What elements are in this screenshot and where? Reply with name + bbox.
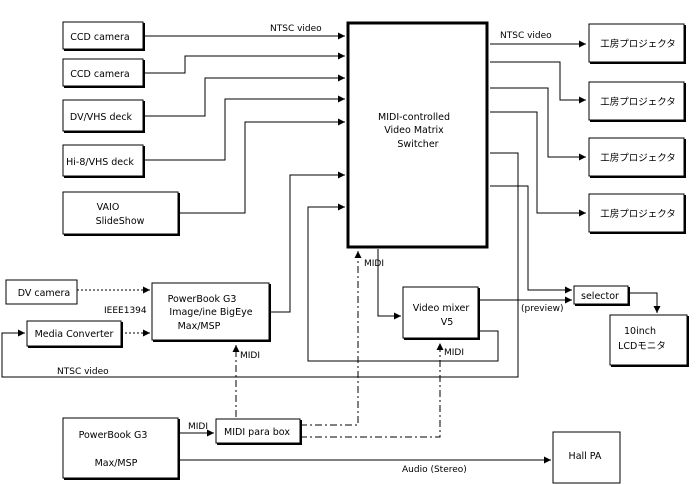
node-hall-pa: Hall PA (552, 431, 621, 484)
wire-dvvhs-switcher (143, 74, 345, 117)
label-midi-mixer: MIDI (444, 348, 464, 358)
node-switcher-line3: Switcher (397, 139, 438, 150)
node-switcher-line1: MIDI-controlled (378, 112, 450, 123)
node-powerbook-bigeye-line1: PowerBook G3 (168, 294, 237, 305)
node-powerbook-max-line2: Max/MSP (95, 458, 138, 469)
node-vaio: VAIO SlideShow (62, 191, 180, 236)
label-midi-switcher: MIDI (364, 259, 384, 269)
wire-switcher-proj2 (490, 61, 586, 104)
node-ccd-camera-2: CCD camera (62, 58, 145, 88)
node-ccd-camera-1-label: CCD camera (70, 32, 129, 43)
label-audio-stereo: Audio (Stereo) (402, 465, 467, 475)
node-ccd-camera-2-label: CCD camera (70, 69, 129, 80)
node-lcd-monitor-line2: LCDモニタ (618, 341, 666, 352)
label-ntsc-video-out: NTSC video (500, 31, 552, 41)
node-powerbook-max: PowerBook G3 Max/MSP (62, 417, 180, 480)
wire-switcher-proj4 (490, 111, 586, 217)
node-hi8-vhs-deck: Hi-8/VHS deck (62, 144, 145, 178)
node-powerbook-bigeye-line2: Image/ine BigEye (169, 307, 252, 318)
node-video-mixer: Video mixer V5 (402, 286, 480, 340)
node-midi-para-box: MIDI para box (215, 418, 302, 445)
node-projector-3: 工房プロジェクタ (588, 137, 686, 178)
node-projector-3-label: 工房プロジェクタ (600, 152, 676, 164)
node-lcd-monitor-line1: 10inch (624, 326, 656, 337)
node-lcd-monitor: 10inch LCDモニタ (609, 314, 689, 367)
node-ccd-camera-1: CCD camera (62, 21, 145, 51)
node-hall-pa-label: Hall PA (569, 451, 602, 462)
wire-ccd2-switcher (143, 52, 345, 74)
wire-bigeye-switcher (269, 171, 345, 313)
node-video-mixer-line2: V5 (441, 317, 454, 328)
node-hi8-vhs-deck-label: Hi-8/VHS deck (66, 157, 134, 168)
node-dv-vhs-deck: DV/VHS deck (62, 99, 145, 133)
node-powerbook-bigeye-line3: Max/MSP (178, 321, 221, 332)
node-video-mixer-line1: Video mixer (413, 303, 470, 314)
label-ntsc-video-in: NTSC video (270, 24, 322, 34)
wire-switcher-mediaconverter (1, 152, 519, 378)
node-switcher-line2: Video Matrix (384, 125, 444, 136)
label-ieee1394: IEEE1394 (104, 306, 147, 316)
wire-hi8-switcher (143, 95, 345, 161)
node-powerbook-max-line1: PowerBook G3 (79, 430, 148, 441)
wire-selector-lcd (628, 292, 661, 313)
wire-parabox-switcher-midi (300, 251, 362, 426)
node-projector-4-label: 工房プロジェクタ (600, 208, 676, 220)
label-preview: (preview) (521, 304, 564, 314)
node-dv-vhs-deck-label: DV/VHS deck (70, 112, 133, 123)
node-switcher: MIDI-controlled Video Matrix Switcher (346, 21, 489, 249)
wire-switcher-selector (490, 185, 572, 294)
wire-vaio-switcher (178, 118, 345, 214)
node-selector-label: selector (581, 291, 619, 302)
wire-parabox-mixer-midi (300, 343, 444, 438)
node-dv-camera-label: DV camera (18, 288, 71, 299)
node-powerbook-bigeye: PowerBook G3 Image/ine BigEye Max/MSP (151, 282, 271, 342)
node-midi-para-box-label: MIDI para box (224, 427, 290, 438)
node-selector: selector (573, 285, 630, 306)
node-vaio-line1: VAIO (97, 202, 120, 213)
label-midi-powerbook: MIDI (240, 351, 260, 361)
node-projector-2: 工房プロジェクタ (588, 81, 686, 122)
node-projector-4: 工房プロジェクタ (588, 193, 686, 234)
node-vaio-line2: SlideShow (96, 216, 145, 227)
node-projector-1-label: 工房プロジェクタ (600, 38, 676, 50)
node-projector-2-label: 工房プロジェクタ (600, 96, 676, 108)
wire-switcher-mixer (377, 249, 401, 320)
label-ntsc-video-bottom: NTSC video (57, 367, 109, 377)
node-dv-camera: DV camera (5, 279, 78, 305)
label-midi-parabox: MIDI (188, 422, 208, 432)
node-projector-1: 工房プロジェクタ (588, 23, 686, 64)
node-media-converter: Media Converter (26, 320, 123, 348)
wire-mixer-switcher (307, 203, 499, 362)
node-media-converter-label: Media Converter (35, 329, 114, 340)
wire-switcher-proj3 (490, 87, 586, 161)
